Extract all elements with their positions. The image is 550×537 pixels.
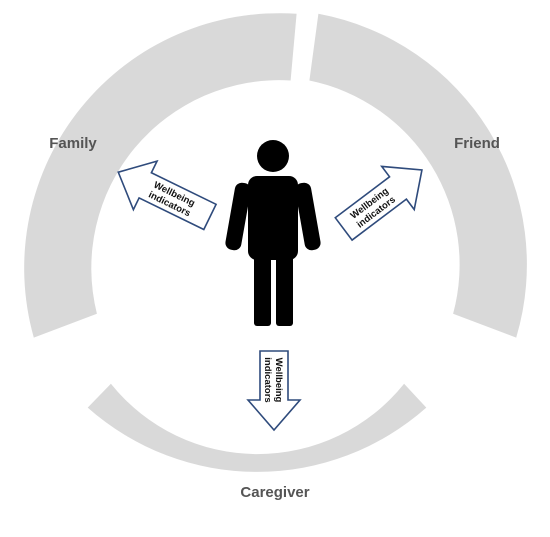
arrow-friend: Wellbeing indicators xyxy=(334,165,423,242)
ring-segment-family xyxy=(24,13,297,338)
arrow-caregiver-line2: indicators xyxy=(262,357,273,402)
label-caregiver: Caregiver xyxy=(240,484,309,501)
arrow-caregiver-line1: Wellbeing xyxy=(273,358,284,403)
arrow-family-shape xyxy=(117,159,218,231)
arrow-caregiver: Wellbeing indicators xyxy=(246,350,302,432)
label-friend: Friend xyxy=(454,135,500,152)
arrow-caregiver-shape xyxy=(246,350,302,432)
ring xyxy=(24,13,527,472)
person-icon xyxy=(225,140,321,326)
label-family: Family xyxy=(49,135,97,152)
ring-segment-friend xyxy=(309,13,527,338)
ring-segment-caregiver xyxy=(87,383,427,472)
arrow-friend-shape xyxy=(334,165,423,242)
